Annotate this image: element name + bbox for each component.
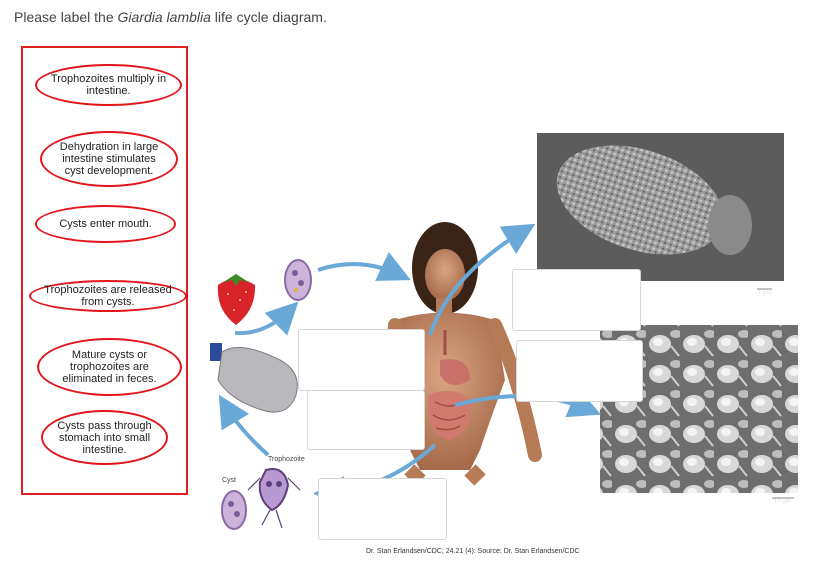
scale-bar-top: 1 µm [758,290,771,296]
drop-zone-3[interactable] [516,340,643,402]
drop-zone-2[interactable] [298,329,425,391]
scale-bar-bottom: 10 µm [774,499,791,505]
cyst-bottom [222,491,246,529]
strawberry [218,274,255,325]
drop-zone-1[interactable] [512,269,641,331]
cyst-top [285,260,311,300]
image-credit: Dr. Stan Erlandsen/CDC; 24.21 (4): Sourc… [366,548,580,555]
drop-zone-5[interactable] [318,478,447,540]
water-bottle [210,343,297,412]
cyst-caption: Cyst [222,477,236,484]
trophozoite-bottom [248,469,300,528]
trophozoite-caption: Trophozoite [268,456,305,463]
drop-zone-4[interactable] [307,390,425,450]
